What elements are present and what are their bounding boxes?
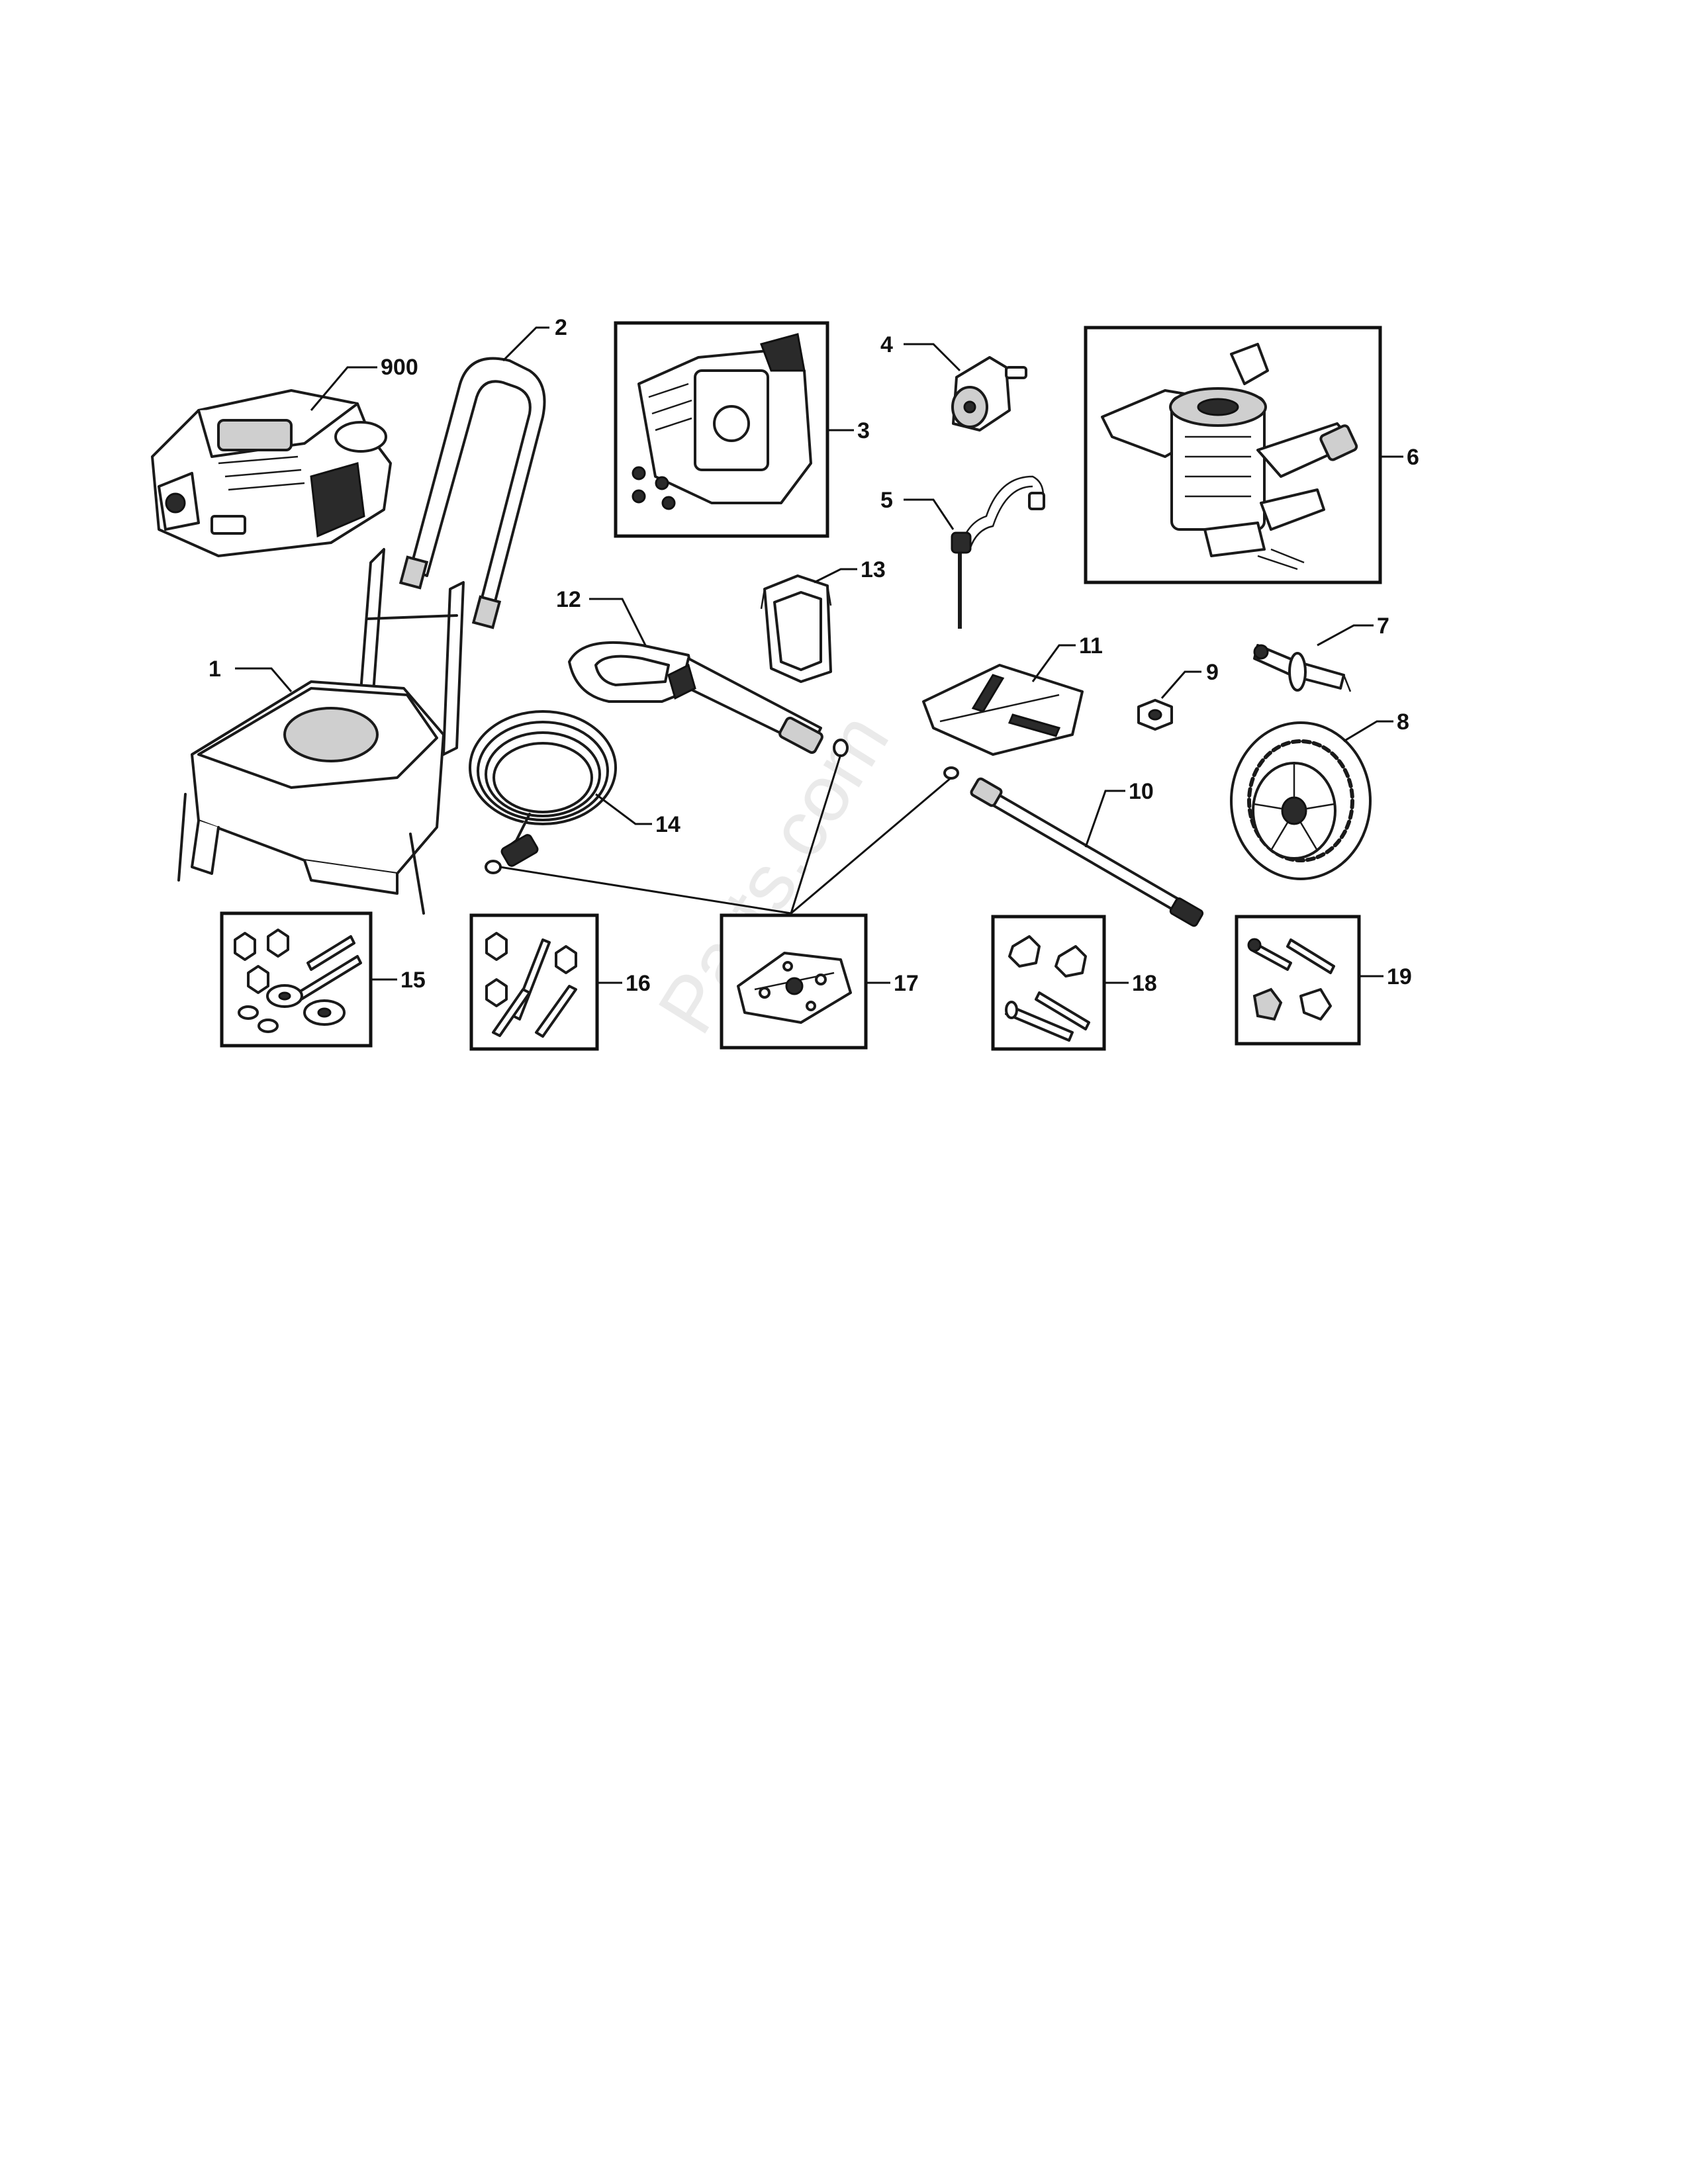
callout-12: 12 [556,587,581,612]
wheel-illustration [1230,721,1372,880]
callout-9: 9 [1206,660,1219,685]
pump-assembly-box [1084,326,1382,584]
spray-wand-illustration [943,766,1204,927]
hardware-kit-18-callout: 18 [1104,971,1157,996]
callout-11: 11 [1079,633,1103,659]
callout-19: 19 [1387,964,1412,989]
holder-illustration [760,574,832,683]
hardware-kit-16-box [469,913,599,1051]
nut-callout: 9 [1160,660,1219,699]
frame-callout: 1 [209,657,293,692]
wheel-callout: 8 [1343,709,1409,743]
callout-900: 900 [381,355,418,380]
o-ring-kit-box [720,913,868,1050]
detergent-valve-callout: 4 [880,332,961,372]
nut-illustration [1137,699,1173,731]
o-ring-kit-callout: 17 [866,971,919,996]
callout-18: 18 [1132,971,1157,996]
callout-2: 2 [555,315,567,340]
callout-1: 1 [209,657,221,682]
hardware-kit-18-box [991,915,1106,1051]
nozzle-kit-callout: 11 [1031,633,1103,682]
callout-13: 13 [861,557,886,582]
hardware-kit-19-callout: 19 [1359,964,1412,989]
callout-8: 8 [1397,709,1409,735]
detergent-valve-illustration [951,356,1027,432]
hardware-kit-19-box [1235,915,1361,1046]
callout-4: 4 [880,332,893,357]
detergent-tube-illustration [951,475,1045,629]
engine-illustration [151,389,392,557]
holder-callout: 13 [814,557,886,584]
frame-illustration [177,548,465,915]
control-panel-kit-callout: 3 [827,418,870,443]
axle-illustration [1253,644,1352,692]
callout-7: 7 [1377,614,1389,639]
high-pressure-hose-callout: 14 [595,793,680,837]
screw-set [632,466,676,510]
handle-callout: 2 [502,315,567,362]
pump-assembly-callout: 6 [1380,445,1419,470]
callout-5: 5 [880,488,893,513]
spray-gun-illustration [568,641,849,757]
o-ring-leaders [499,754,952,915]
control-panel-kit-box [614,321,829,538]
callout-16: 16 [626,971,651,996]
hardware-kit-15-callout: 15 [371,968,426,993]
nozzle-kit-illustration [922,664,1084,756]
detergent-tube-callout: 5 [880,488,955,530]
high-pressure-hose-illustration [469,710,617,874]
hardware-kit-16-callout: 16 [597,971,651,996]
engine-callout: 900 [310,355,418,411]
callout-3: 3 [857,418,870,443]
callout-17: 17 [894,971,919,996]
handle-illustration [399,357,546,629]
callout-6: 6 [1407,445,1419,470]
callout-14: 14 [655,812,680,837]
hardware-kit-15-box [220,911,373,1048]
callout-10: 10 [1129,779,1154,804]
axle-callout: 7 [1317,614,1389,647]
spray-gun-callout: 12 [556,587,647,646]
spray-wand-callout: 10 [1084,779,1154,848]
callout-15: 15 [400,968,426,993]
